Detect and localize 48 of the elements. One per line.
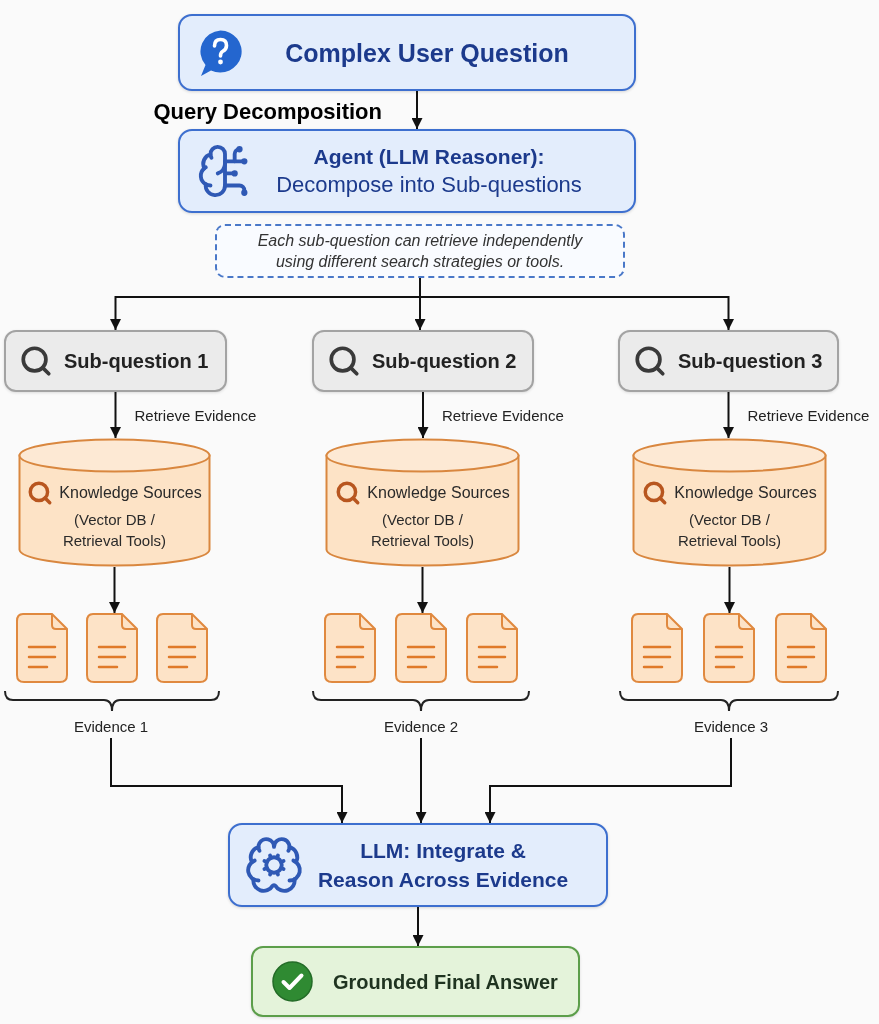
cylinder-subtitle: (Vector DB / Retrieval Tools) xyxy=(676,510,783,551)
arrow xyxy=(110,737,348,824)
arrow xyxy=(419,277,734,331)
arrow xyxy=(723,391,734,439)
result-box xyxy=(251,946,580,1017)
process-box xyxy=(178,14,636,91)
arrow xyxy=(417,566,428,614)
step-box xyxy=(4,330,227,392)
database-cylinder xyxy=(18,438,211,567)
arrow xyxy=(412,906,424,947)
documents-icon xyxy=(631,613,827,683)
arrow xyxy=(724,566,735,614)
box-subtitle: Decompose into Sub-questions xyxy=(276,171,582,199)
box-label: Sub-question 1 xyxy=(64,349,209,374)
arrow xyxy=(110,391,121,439)
box-title: LLM: Integrate & Reason Across Evidence xyxy=(317,838,569,893)
arrow xyxy=(417,391,429,439)
box-title: Complex User Question xyxy=(285,37,569,69)
box-label: Sub-question 3 xyxy=(678,349,823,374)
caption-text: Evidence 1 xyxy=(71,716,151,738)
dashed-note-box xyxy=(215,224,625,278)
database-cylinder xyxy=(632,438,827,567)
caption-text: Evidence 2 xyxy=(381,716,461,738)
arrow xyxy=(415,737,427,824)
arrow xyxy=(411,90,423,130)
documents-icon xyxy=(16,613,208,683)
database-cylinder xyxy=(325,438,520,567)
cylinder-title: Knowledge Sources xyxy=(59,483,202,503)
process-box xyxy=(178,129,636,213)
cylinder-title: Knowledge Sources xyxy=(367,483,510,503)
process-box xyxy=(228,823,608,907)
arrow xyxy=(109,566,120,614)
step-box xyxy=(618,330,839,392)
arrow xyxy=(484,737,732,824)
caption-text: Evidence 3 xyxy=(691,716,771,738)
step-box xyxy=(312,330,534,392)
edge-label: Query Decomposition xyxy=(153,99,382,125)
cylinder-title: Knowledge Sources xyxy=(674,483,817,503)
edge-label: Retrieve Evidence xyxy=(442,407,564,425)
box-label: Grounded Final Answer xyxy=(333,969,558,995)
edge-label: Retrieve Evidence xyxy=(134,407,257,425)
cylinder-subtitle: (Vector DB / Retrieval Tools) xyxy=(369,510,476,551)
note-text: Each sub-question can retrieve independently using different search strategies or tools. xyxy=(256,231,584,272)
documents-icon xyxy=(324,613,518,683)
cylinder-subtitle: (Vector DB / Retrieval Tools) xyxy=(61,510,168,551)
box-title: Agent (LLM Reasoner): xyxy=(313,144,545,170)
box-label: Sub-question 2 xyxy=(372,349,517,374)
edge-label: Retrieve Evidence xyxy=(747,407,870,425)
